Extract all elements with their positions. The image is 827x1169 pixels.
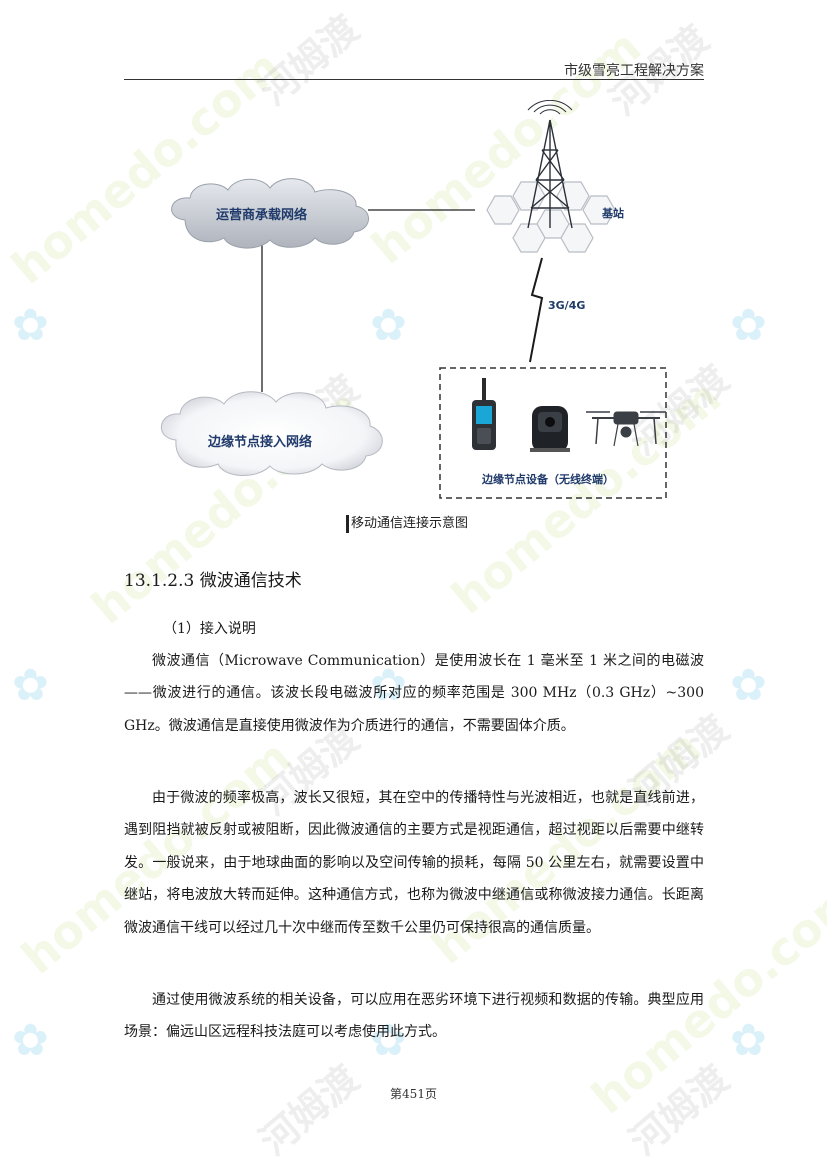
network-diagram-graphic [160, 100, 667, 499]
tower-icon [527, 100, 573, 229]
camera-icon [530, 406, 570, 452]
sub-heading: （1）接入说明 [163, 621, 256, 637]
link-label: 3G/4G [548, 299, 586, 312]
cloud-label-carrier: 运营商承载网络 [216, 208, 308, 223]
device-group-box [439, 367, 667, 499]
flower-logo-icon: ✿ [730, 300, 767, 351]
device-group-label: 边缘节点设备（无线终端） [482, 473, 614, 486]
header-title: 市级雪亮工程解决方案 [564, 63, 704, 79]
watermark-text-cn: 河姆渡 [621, 1056, 738, 1164]
page-number: 第451页 [390, 1087, 437, 1101]
watermark-text-cn: 河姆渡 [251, 1056, 368, 1164]
flower-logo-icon: ✿ [12, 660, 49, 711]
header-rule [124, 79, 704, 80]
figure-caption: 移动通信连接示意图 [346, 515, 468, 533]
cloud-label-edge: 边缘节点接入网络 [208, 435, 313, 450]
drone-icon [586, 411, 666, 447]
page-header: 市级雪亮工程解决方案 [124, 60, 704, 82]
network-diagram: 运营商承载网络 边缘节点接入网络 基站 3G/4G 边缘节点设备（无线终端） [150, 100, 710, 510]
base-station-icon [486, 181, 616, 253]
paragraph: 通过使用微波系统的相关设备，可以应用在恶劣环境下进行视频和数据的传输。典型应用场… [124, 992, 704, 1041]
section-heading: 13.1.2.3 微波通信技术 [124, 571, 302, 591]
flower-logo-icon: ✿ [730, 1015, 767, 1066]
flower-logo-icon: ✿ [12, 300, 49, 351]
paragraph: 微波通信（Microwave Communication）是使用波长在 1 毫米… [124, 653, 704, 734]
flower-logo-icon: ✿ [730, 660, 767, 711]
base-station-label: 基站 [602, 207, 624, 220]
wireless-link-icon [529, 257, 544, 363]
cloud-icon [160, 391, 383, 477]
watermark-text-cn: 河姆渡 [251, 6, 368, 114]
handheld-terminal-icon [472, 378, 496, 450]
flower-logo-icon: ✿ [12, 1015, 49, 1066]
cloud-icon [171, 178, 369, 249]
paragraph: 由于微波的频率极高，波长又很短，其在空中的传播特性与光波相近，也就是直线前进，遇… [124, 790, 704, 936]
